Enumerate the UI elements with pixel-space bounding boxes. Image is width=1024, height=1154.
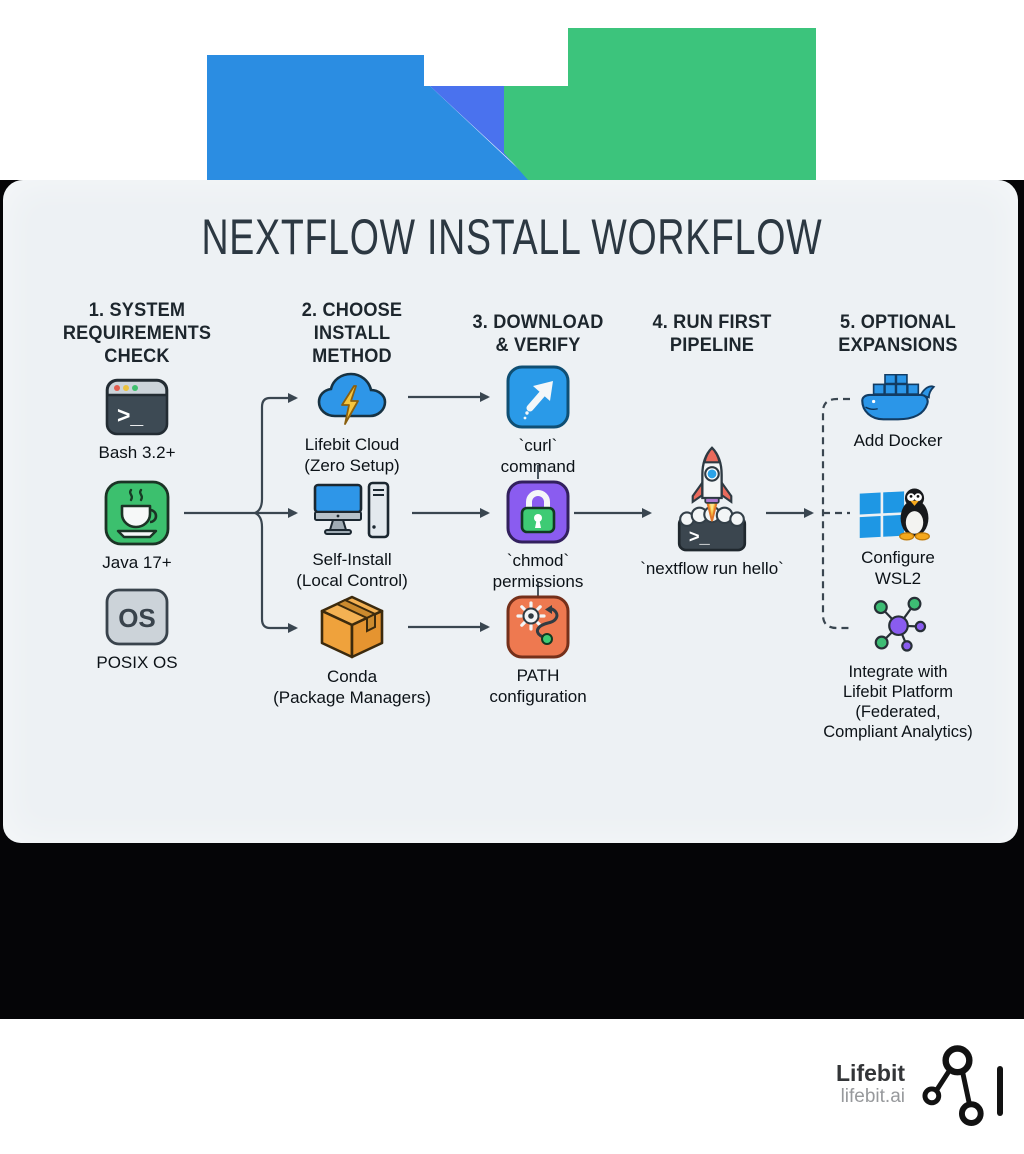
package-box-icon: [320, 595, 384, 659]
java-coffee-icon: [104, 480, 170, 546]
node-label: Lifebit Cloud (Zero Setup): [304, 435, 400, 476]
node-label: `nextflow run hello`: [640, 559, 784, 578]
chmod-lock-icon: [506, 480, 570, 544]
node-label: Configure WSL2: [861, 548, 935, 589]
brand-name: Lifebit: [836, 1060, 905, 1086]
node-chmod: `chmod` permissions: [448, 480, 628, 592]
node-wsl: Configure WSL2: [803, 483, 993, 589]
desktop-computer-icon: [313, 481, 390, 539]
node-self-install: Self-Install (Local Control): [252, 481, 452, 591]
windows-linux-icon: [859, 488, 930, 541]
logo-shape-blue: [207, 55, 530, 180]
brand-text-block: Lifebit lifebit.ai: [770, 1060, 905, 1109]
node-label: Self-Install (Local Control): [296, 550, 408, 591]
logo-shape-royal: [430, 86, 526, 175]
node-path-config: PATH configuration: [448, 595, 628, 707]
logo-divider-bar: [997, 1066, 1003, 1116]
node-label: `curl` command: [500, 436, 576, 477]
node-docker: Add Docker: [803, 374, 993, 451]
node-label: Integrate with Lifebit Platform (Federat…: [823, 663, 973, 742]
rocket-terminal-icon: >_: [677, 446, 747, 552]
column-header-2: 2. CHOOSE INSTALL METHOD: [301, 299, 403, 367]
node-bash: >_ Bash 3.2+: [42, 378, 232, 463]
footer-strip: [0, 1019, 1024, 1154]
pipeline-prompt-glyph: >_: [689, 525, 711, 546]
bash-terminal-icon: >_: [105, 378, 169, 436]
node-posix: OS POSIX OS: [42, 588, 232, 673]
node-java: Java 17+: [42, 480, 232, 573]
lifebit-logo-icon: [922, 1045, 984, 1126]
logo-shape-green: [504, 28, 816, 180]
docker-whale-icon: [861, 374, 936, 421]
node-lifebit-cloud: Lifebit Cloud (Zero Setup): [252, 370, 452, 476]
column-header-5: 5. OPTIONAL EXPANSIONS: [838, 311, 958, 356]
node-platform: Integrate with Lifebit Platform (Federat…: [791, 592, 1006, 743]
cloud-lightning-icon: [317, 372, 387, 425]
column-header-4: 4. RUN FIRST PIPELINE: [652, 311, 772, 356]
node-label: Bash 3.2+: [98, 443, 176, 462]
os-glyph: OS: [118, 603, 156, 633]
node-label: POSIX OS: [96, 653, 178, 672]
column-header-1: 1. SYSTEM REQUIREMENTS CHECK: [62, 299, 212, 367]
node-label: `chmod` permissions: [492, 551, 584, 592]
node-pipeline: >_ `nextflow run hello`: [602, 444, 822, 579]
node-label: Java 17+: [102, 553, 172, 572]
column-header-3: 3. DOWNLOAD & VERIFY: [472, 311, 604, 356]
node-label: PATH configuration: [489, 666, 587, 707]
network-nodes-icon: [873, 596, 926, 652]
curl-cursor-icon: [506, 365, 570, 429]
node-curl: `curl` command: [448, 365, 628, 477]
node-label: Conda (Package Managers): [273, 667, 431, 708]
node-label: Add Docker: [853, 431, 943, 450]
path-gear-icon: [506, 595, 570, 659]
node-conda: Conda (Package Managers): [247, 594, 457, 708]
posix-os-icon: OS: [105, 588, 169, 646]
page-title: NEXTFLOW INSTALL WORKFLOW: [201, 209, 823, 265]
bash-prompt-glyph: >_: [117, 402, 143, 428]
top-logo-art: [207, 28, 816, 180]
brand-domain: lifebit.ai: [840, 1086, 905, 1108]
